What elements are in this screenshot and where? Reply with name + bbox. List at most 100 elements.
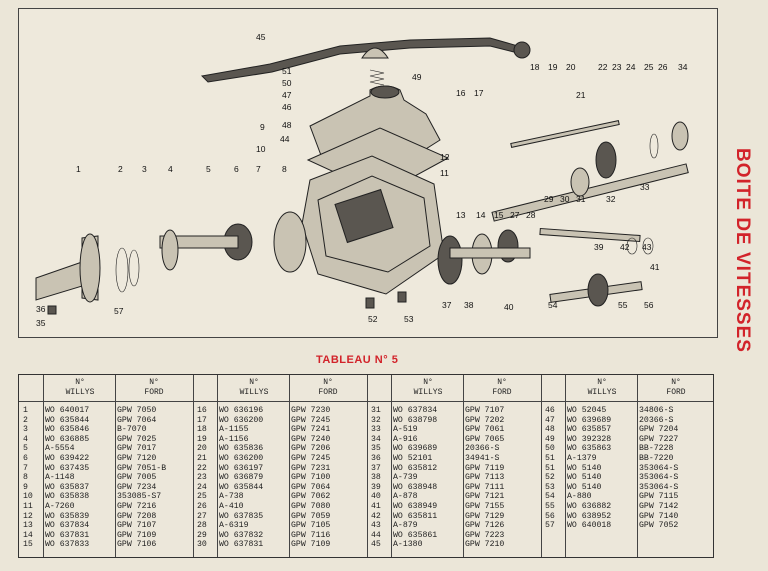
part-number-index: 11 xyxy=(23,502,33,511)
callout-24: 24 xyxy=(626,62,636,72)
header-willys: N°WILLYS xyxy=(567,378,637,398)
part-number-index: 25 xyxy=(197,492,207,502)
callout-22: 22 xyxy=(598,62,608,72)
ford-part-number: GPW 7210 xyxy=(465,540,505,550)
front-retainer xyxy=(273,211,307,273)
willys-part-number: WO 636885 xyxy=(45,434,90,444)
callout-5: 5 xyxy=(206,164,211,174)
callout-50: 50 xyxy=(282,78,292,88)
ford-part-number: GPW 7100 xyxy=(291,473,331,483)
ford-part-number: GPW 7206 xyxy=(291,444,331,454)
willys-part-number: WO 638952 xyxy=(567,511,612,521)
part-number-index: 12 xyxy=(23,511,33,521)
shift-tower-top xyxy=(370,85,400,99)
part-number-index: 41 xyxy=(371,502,381,511)
part-number-index: 10 xyxy=(23,492,33,502)
willys-part-number: WO 637832 xyxy=(219,530,264,540)
callout-44: 44 xyxy=(280,134,290,144)
part-number-index: 14 xyxy=(23,530,33,540)
callout-27: 27 xyxy=(510,210,520,220)
callout-23: 23 xyxy=(612,62,622,72)
callout-9: 9 xyxy=(260,122,265,132)
callout-29: 29 xyxy=(544,194,554,204)
column-divider xyxy=(115,375,116,557)
cluster-gear-a xyxy=(437,235,463,285)
callout-51: 51 xyxy=(282,66,292,76)
header-willys-label: WILLYS xyxy=(413,388,443,397)
willys-part-number: A-916 xyxy=(393,434,418,444)
ford-part-number: GPW 7062 xyxy=(291,492,331,502)
willys-part-number: A-7260 xyxy=(45,502,75,511)
ford-part-number: GPW 7155 xyxy=(465,502,505,511)
part-number-index: 20 xyxy=(197,444,207,454)
callout-43: 43 xyxy=(642,242,652,252)
willys-part-number: WO 635837 xyxy=(45,482,90,492)
ford-part-number: GPW 7107 xyxy=(117,521,157,531)
part-number-index: 31 xyxy=(371,406,381,415)
ford-part-number: GPW 7005 xyxy=(117,473,157,483)
ford-part-number: GPW 7025 xyxy=(117,434,157,444)
ford-part-number: GPW 7202 xyxy=(465,415,505,425)
part-number-index: 56 xyxy=(545,511,555,521)
header-no-label: N° xyxy=(75,378,85,387)
thrust-washer xyxy=(649,133,659,159)
part-number-index: 40 xyxy=(371,492,381,502)
callout-2: 2 xyxy=(118,164,123,174)
case-opening xyxy=(334,188,394,244)
willys-part-number: WO 635863 xyxy=(567,444,612,454)
willys-part-number: WO 640017 xyxy=(45,406,90,415)
callout-18: 18 xyxy=(530,62,540,72)
header-no-label: N° xyxy=(597,378,607,387)
part-number-index: 46 xyxy=(545,406,555,415)
ford-part-number: 353064-S xyxy=(639,482,679,492)
column-divider xyxy=(565,375,566,557)
willys-part-number: A-6319 xyxy=(219,521,249,531)
shifter-rails xyxy=(510,120,620,148)
willys-part-number: WO 639689 xyxy=(393,444,438,454)
willys-part-number: A-880 xyxy=(567,492,592,502)
flange-face xyxy=(79,233,101,303)
ford-part-number: GPW 7140 xyxy=(639,511,679,521)
part-number-index: 51 xyxy=(545,454,555,463)
part-number-index: 43 xyxy=(371,521,381,531)
column-divider xyxy=(289,375,290,557)
part-number-index: 57 xyxy=(545,521,555,531)
willys-part-number: A-519 xyxy=(393,425,418,435)
willys-part-number: WO 638948 xyxy=(393,482,438,492)
part-number-index: 9 xyxy=(23,482,28,492)
ford-part-number: GPW 7234 xyxy=(117,482,157,492)
part-number-index: 4 xyxy=(23,434,28,444)
column-divider xyxy=(463,375,464,557)
column-divider xyxy=(637,375,638,557)
header-no-label: N° xyxy=(423,378,433,387)
ford-part-number: B-7070 xyxy=(117,425,147,435)
ford-part-number: GPW 7059 xyxy=(291,511,331,521)
willys-part-number: WO 635811 xyxy=(393,511,438,521)
ford-part-number: GPW 7230 xyxy=(291,406,331,415)
ford-part-number: GPW 7080 xyxy=(291,502,331,511)
header-ford: N°FORD xyxy=(639,378,713,398)
callout-48: 48 xyxy=(282,120,292,130)
reverse-shaft xyxy=(539,227,641,243)
part-number-index: 28 xyxy=(197,521,207,531)
ford-part-number: GPW 7120 xyxy=(117,454,157,463)
callout-36: 36 xyxy=(36,304,46,314)
callout-4: 4 xyxy=(168,164,173,174)
header-willys: N°WILLYS xyxy=(219,378,289,398)
column-divider xyxy=(217,375,218,557)
shift-boot xyxy=(361,47,389,59)
ford-part-number: 353085-S7 xyxy=(117,492,162,502)
ford-part-number: GPW 7240 xyxy=(291,434,331,444)
part-number-index: 24 xyxy=(197,482,207,492)
willys-part-number: WO 636879 xyxy=(219,473,264,483)
willys-part-number: WO 5140 xyxy=(567,482,602,492)
header-ford: N°FORD xyxy=(465,378,539,398)
part-number-index: 13 xyxy=(23,521,33,531)
header-willys: N°WILLYS xyxy=(393,378,463,398)
willys-part-number: A-1380 xyxy=(393,540,423,550)
ford-part-number: 34806-S xyxy=(639,406,674,415)
part-number-index: 23 xyxy=(197,473,207,483)
callout-19: 19 xyxy=(548,62,558,72)
